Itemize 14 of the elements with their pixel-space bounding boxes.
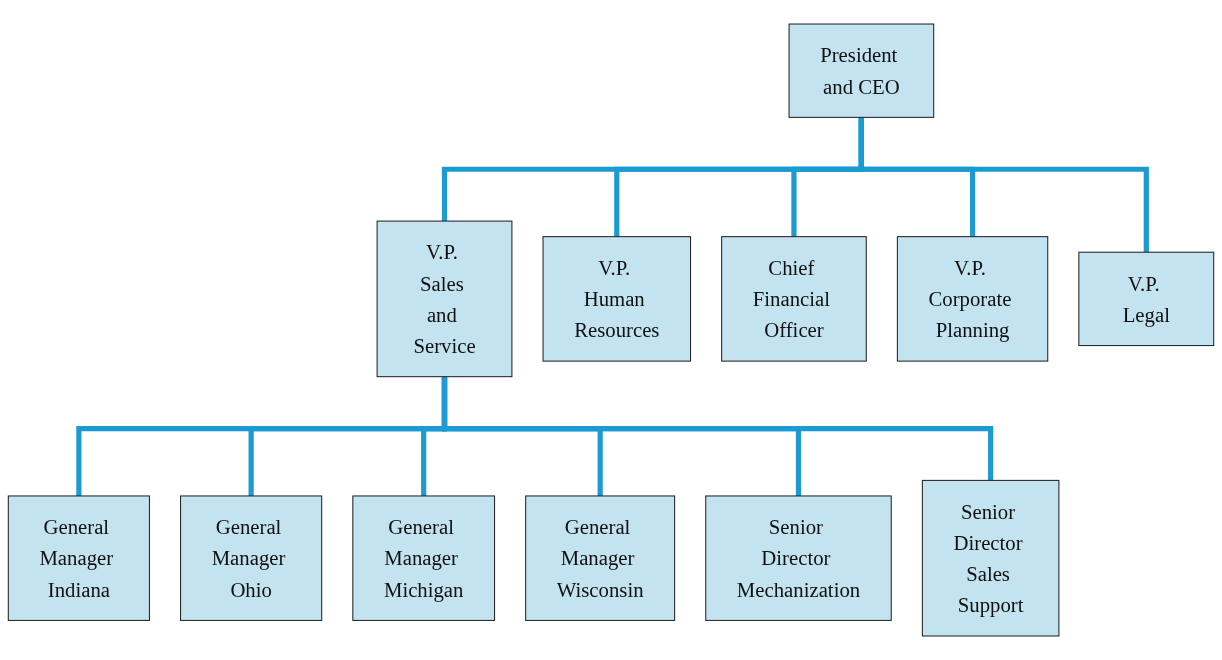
node-box: V.P. Legal [1078,251,1215,347]
node-box: V.P. Human Resources [542,236,692,362]
node-box: V.P. Corporate Planning [896,236,1049,362]
node-box: Chief Financial Officer [721,236,867,362]
node-box: Senior Director Mechanization [705,495,892,621]
node-box: V.P. Sales and Service [376,220,513,378]
node-box: General Manager Indiana [7,495,150,621]
connector [858,117,1149,253]
node-box: General Manager Michigan [352,495,496,621]
node-box: General Manager Wisconsin [525,495,676,621]
node-box: President and CEO [788,23,935,118]
node-box: Senior Director Sales Support [921,479,1060,637]
connector [441,376,994,481]
node-box: General Manager Ohio [180,495,323,621]
